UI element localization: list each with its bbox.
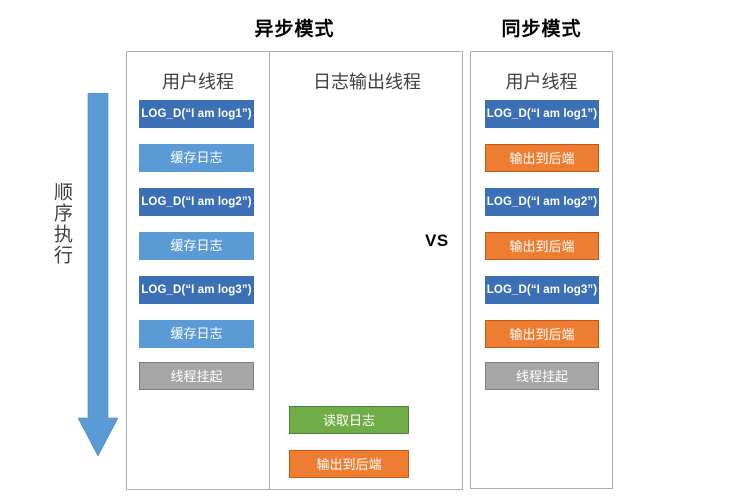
sequence-flow-arrow-icon <box>78 93 118 456</box>
async-logger-thread-header: 日志输出线程 <box>313 72 421 92</box>
step-box[interactable]: 输出到后端 <box>485 144 599 172</box>
step-box[interactable]: 输出到后端 <box>289 450 409 478</box>
sync-mode-panel: 用户线程 LOG_D(“I am log1”) 输出到后端 LOG_D(“I a… <box>470 51 613 489</box>
panel-column-divider <box>269 52 270 489</box>
step-box[interactable]: 输出到后端 <box>485 232 599 260</box>
sync-user-thread-column: 用户线程 LOG_D(“I am log1”) 输出到后端 LOG_D(“I a… <box>471 52 612 488</box>
step-box[interactable]: 线程挂起 <box>139 362 254 390</box>
step-box[interactable]: LOG_D(“I am log2”) <box>485 188 599 216</box>
versus-label: VS <box>425 231 449 250</box>
step-box[interactable]: 线程挂起 <box>485 362 599 390</box>
step-box[interactable]: LOG_D(“I am log1”) <box>139 100 254 128</box>
step-box[interactable]: 缓存日志 <box>139 144 254 172</box>
sync-user-thread-header: 用户线程 <box>505 72 578 92</box>
sync-mode-title: 同步模式 <box>501 19 582 40</box>
async-mode-panel: 用户线程 LOG_D(“I am log1”) 缓存日志 LOG_D(“I am… <box>126 51 463 490</box>
step-box[interactable]: 读取日志 <box>289 406 409 434</box>
step-box[interactable]: LOG_D(“I am log2”) <box>139 188 254 216</box>
async-user-thread-header: 用户线程 <box>162 72 234 92</box>
step-box[interactable]: 缓存日志 <box>139 232 254 260</box>
async-mode-title: 异步模式 <box>254 19 335 40</box>
async-logger-thread-column: 日志输出线程 读取日志 输出到后端 <box>270 52 464 489</box>
step-box[interactable]: 缓存日志 <box>139 320 254 348</box>
step-box[interactable]: LOG_D(“I am log1”) <box>485 100 599 128</box>
step-box[interactable]: 输出到后端 <box>485 320 599 348</box>
sequence-execution-label: 顺序执行 <box>51 182 72 266</box>
step-box[interactable]: LOG_D(“I am log3”) <box>485 276 599 304</box>
step-box[interactable]: LOG_D(“I am log3”) <box>139 276 254 304</box>
async-user-thread-column: 用户线程 LOG_D(“I am log1”) 缓存日志 LOG_D(“I am… <box>127 52 269 489</box>
